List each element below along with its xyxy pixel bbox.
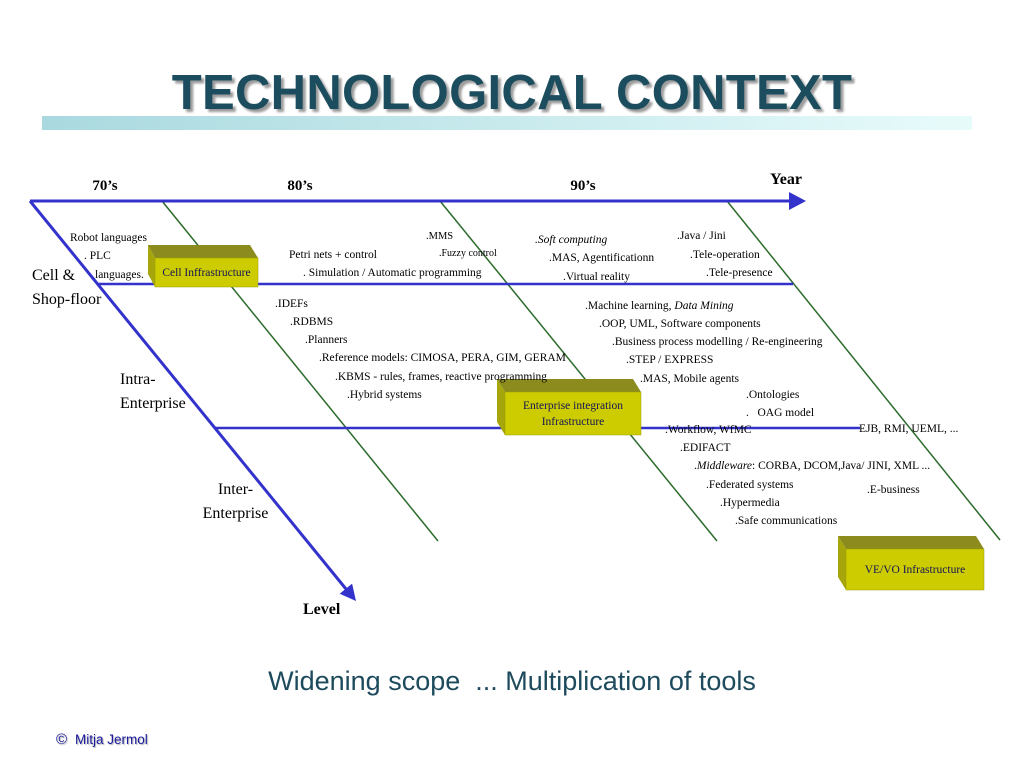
- year-axis-arrowhead: [789, 192, 806, 210]
- tech-item: .Ontologies: [746, 389, 800, 401]
- box-side-face: [838, 536, 846, 590]
- tech-item: . PLC: [84, 250, 111, 262]
- box-top-face: [497, 379, 641, 392]
- tech-item: .Hypermedia: [720, 497, 780, 509]
- tech-item: . OAG model: [746, 407, 815, 419]
- level-label-intra-line2: Enterprise: [120, 395, 186, 412]
- box-top-face: [838, 536, 984, 549]
- cell-infrastructure-box: [148, 245, 259, 288]
- ve-vo-infrastructure-label: VE/VO Infrastructure: [846, 549, 984, 590]
- box-front-face: [154, 257, 259, 288]
- tech-item: .KBMS - rules, frames, reactive programm…: [335, 371, 548, 383]
- enterprise-infrastructure-line2: Infrastructure: [541, 415, 605, 428]
- tech-item-lead: .: [694, 460, 697, 472]
- tech-item: .OOP, UML, Software components: [599, 318, 761, 330]
- footer-author: Mitja Jermol: [75, 732, 148, 747]
- tech-item: .Tele-presence: [706, 267, 773, 279]
- tech-item: .Planners: [305, 334, 348, 346]
- tech-item: .IDEFs: [275, 298, 308, 310]
- tech-item: .Machine learning, Data Mining: [585, 299, 734, 313]
- tech-item: .STEP / EXPRESS: [626, 354, 714, 366]
- box-side-face: [497, 379, 505, 435]
- tech-item: .Middleware: CORBA, DCOM,Java/ JINI, XML…: [694, 459, 930, 473]
- ve-vo-infrastructure-box: [838, 536, 985, 591]
- decade-label-70s: 70’s: [92, 178, 118, 194]
- tech-item: .Tele-operation: [690, 249, 760, 261]
- tech-item-text: .Machine learning,: [585, 300, 675, 312]
- decade-label-80s: 80’s: [287, 178, 313, 194]
- tech-item: .Soft computing: [535, 234, 608, 246]
- cell-infrastructure-label: Cell Inffrastructure: [155, 258, 258, 287]
- tech-item-emphasis: Middleware: [696, 460, 753, 472]
- decade-label-90s: 90’s: [570, 178, 596, 194]
- box-front-face: [504, 391, 642, 436]
- slide-tagline: Widening scope ... Multiplication of too…: [268, 666, 756, 696]
- tech-item: .Fuzzy control: [439, 248, 497, 259]
- enterprise-infrastructure-line1: Enterprise integration: [523, 399, 623, 412]
- tech-item-emphasis: Data Mining: [674, 300, 734, 312]
- tech-item: .EDIFACT: [680, 442, 731, 454]
- level-label-inter-line2: Enterprise: [202, 505, 269, 522]
- year-axis-label: Year: [770, 171, 802, 188]
- ve-vo-infrastructure-text: VE/VO Infrastructure: [864, 563, 966, 576]
- level-axis-arrowhead: [339, 583, 356, 601]
- box-side-face: [148, 245, 155, 287]
- tech-item: .MAS, Agentificationn: [549, 252, 655, 264]
- level-label-cell-line1: Cell &: [32, 267, 76, 284]
- tech-item: Robot languages: [70, 232, 147, 244]
- level-label-intra-line1: Intra-: [120, 371, 156, 388]
- tech-item: .RDBMS: [290, 316, 334, 328]
- tech-item: .Hybrid systems: [347, 389, 422, 401]
- tech-item: .Java / Jini: [677, 230, 726, 242]
- box-front-face: [845, 548, 985, 591]
- level-axis-label: Level: [303, 601, 341, 618]
- level-axis: [28, 200, 348, 590]
- enterprise-infrastructure-label: Enterprise integration Infrastructure: [505, 392, 641, 435]
- tech-item: .MAS, Mobile agents: [640, 373, 740, 385]
- tech-item: .E-business: [867, 484, 920, 496]
- tech-item: EJB, RMI, UEML, ...: [859, 423, 959, 435]
- cell-infrastructure-text: Cell Inffrastructure: [162, 266, 251, 279]
- tech-item: .Federated systems: [706, 479, 794, 491]
- decade-divider-80s-90s: [439, 200, 718, 542]
- tech-item: .Virtual reality: [563, 271, 631, 283]
- slide-title: TECHNOLOGICAL CONTEXT: [171, 66, 853, 120]
- tech-item: . Simulation / Automatic programming: [303, 267, 482, 279]
- level-label-cell-line2: Shop-floor: [32, 291, 102, 308]
- tech-item: languages.: [95, 269, 144, 281]
- box-top-face: [148, 245, 258, 258]
- tech-item: .Workflow, WfMC: [665, 424, 752, 436]
- decade-divider-90s-end: [726, 200, 1001, 541]
- title-underline-bar: [42, 116, 972, 130]
- enterprise-infrastructure-box: [497, 379, 642, 436]
- tech-item: .Safe communications: [735, 515, 838, 527]
- level-label-inter-line1: Inter-: [217, 481, 254, 498]
- tech-item-text: : CORBA, DCOM,Java/ JINI, XML ...: [752, 460, 931, 472]
- tech-item: Petri nets + control: [289, 249, 377, 261]
- tech-item: .Reference models: CIMOSA, PERA, GIM, GE…: [319, 352, 566, 364]
- tech-item: .Business process modelling / Re-enginee…: [612, 336, 823, 348]
- tech-item: .MMS: [426, 231, 454, 242]
- copyright-symbol: ©: [56, 731, 68, 748]
